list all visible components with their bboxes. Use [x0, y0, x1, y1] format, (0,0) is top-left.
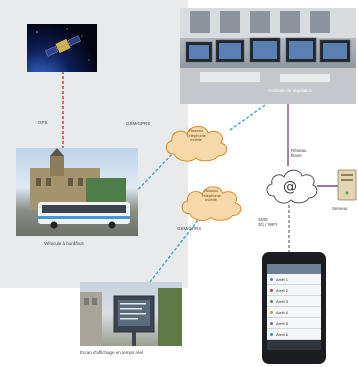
stop-dot-icon	[270, 310, 273, 314]
smartphone: Arrêt 1 Arrêt 2 Arrêt 3 Arrêt 4 Arrêt 5 Arrêt…	[262, 252, 326, 364]
phone-list-item-label: Arrêt 1	[276, 276, 289, 282]
mobile-network-cloud-top	[165, 125, 228, 162]
at-icon: @	[283, 179, 297, 195]
gsm-link-display-cloud	[149, 219, 199, 283]
display-board-image	[80, 282, 182, 346]
phone-screen: Arrêt 1 Arrêt 2 Arrêt 3 Arrêt 4 Arrêt 5 Arrêt…	[267, 264, 321, 350]
satellite-icon	[36, 28, 90, 61]
control-room-caption: Centrale de régulation	[268, 88, 313, 93]
phone-list-item[interactable]: Arrêt 4	[267, 307, 321, 318]
stop-dot-icon	[270, 299, 273, 303]
gsm-bottom-label: GSM/GPRS	[177, 226, 202, 231]
stop-dot-icon	[270, 332, 273, 336]
phone-list-item[interactable]: Arrêt 5	[267, 318, 321, 329]
phone-list-item-label: Arrêt 5	[276, 320, 289, 326]
phone-list-item-label: Arrêt 2	[276, 287, 289, 293]
mobile-network-cloud-bottom	[181, 186, 242, 221]
phone-list-item-label: Arrêt 4	[276, 309, 289, 315]
phone-dock	[267, 340, 321, 350]
gsm-top-label: GSM/GPRS	[126, 121, 151, 126]
satellite-image	[27, 24, 97, 72]
cloud-bottom-text: Réseau Téléphonie mobile	[201, 188, 221, 203]
phone-rows: Arrêt 1 Arrêt 2 Arrêt 3 Arrêt 4 Arrêt 5 Arrêt…	[267, 274, 321, 340]
stop-dot-icon	[270, 277, 273, 281]
vehicle-caption: Véhicule à bord/bus	[44, 241, 84, 246]
display-board-caption: Écran d'affichage en temps réel	[80, 350, 144, 355]
internet-cloud: @	[266, 169, 318, 204]
phone-list-item-label: Arrêt 3	[276, 298, 289, 304]
phone-list-item[interactable]: Arrêt 1	[267, 274, 321, 285]
server-icon	[337, 169, 357, 201]
stop-dot-icon	[270, 321, 273, 325]
cloud-top-text: Réseau Téléphonie mobile	[186, 128, 206, 143]
server-caption: Serveur	[332, 206, 348, 211]
phone-list-item[interactable]: Arrêt 6	[267, 329, 321, 340]
stop-dot-icon	[270, 288, 273, 292]
internet-link-label: Réseau filaire	[291, 148, 307, 158]
phone-header	[267, 264, 321, 274]
gps-label: GPS	[38, 120, 48, 125]
control-room-image	[180, 8, 356, 104]
phone-list-item-label: Arrêt 6	[276, 331, 289, 337]
phone-list-item[interactable]: Arrêt 3	[267, 296, 321, 307]
phone-list-item[interactable]: Arrêt 2	[267, 285, 321, 296]
vehicle-image	[16, 148, 138, 236]
sms-wifi-label: SMS 3G / WIFI	[258, 217, 278, 227]
